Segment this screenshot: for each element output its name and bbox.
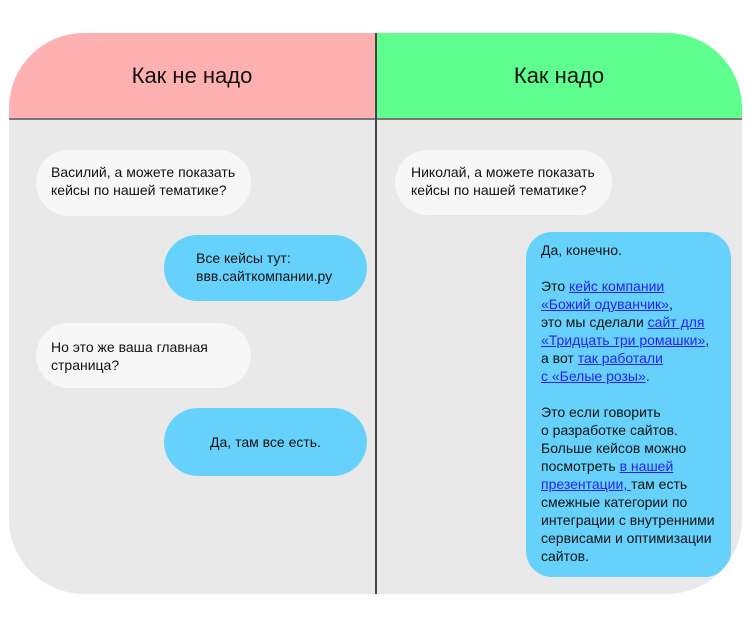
chat-bubble-incoming: Николай, а можете показать кейсы по наше… [395,150,612,215]
text: это мы сделали [541,314,648,330]
case-link-romashki[interactable]: сайт для [647,314,705,330]
case-link-romashki-name[interactable]: «Тридцать три ромашки» [541,332,706,348]
text: Это [541,278,569,294]
header-title-good: Как надо [513,62,605,88]
header-good-example: Как надо [376,33,742,118]
comparison-card: Как не надо Как надо Василий, а можете п… [9,33,742,594]
chat-bubble-incoming: Но это же ваша главная страница? [36,323,251,388]
text: Это если говорить [541,404,661,420]
column-divider [375,33,377,594]
message-line: Но это же ваша главная [51,339,208,355]
message-line: Да, там все есть. [210,434,321,450]
text: интеграции с внутренними [541,512,715,528]
text: Больше кейсов можно [541,440,687,456]
text: , [705,332,710,348]
chat-bubble-outgoing: Все кейсы тут: ввв.сайткомпании.ру [164,235,367,301]
chat-bubble-incoming: Василий, а можете показать кейсы по наше… [36,150,251,216]
header-title-bad: Как не надо [131,62,253,88]
message-line: ввв.сайткомпании.ру [196,268,333,284]
text: сервисами и оптимизации [541,530,712,546]
header-bad-example: Как не надо [9,33,375,118]
presentation-link-cont[interactable]: презентации, [541,476,632,492]
text: . [645,368,650,384]
text: о разработке сайтов. [541,422,678,438]
text: смежные категории по [541,494,688,510]
text: там есть [631,476,688,492]
chat-bubble-outgoing: Да, там все есть. [164,408,367,476]
message-line: Все кейсы тут: [196,250,291,266]
case-link-oduvanchik[interactable]: кейс компании [569,278,665,294]
answer-greeting: Да, конечно. [541,242,622,258]
text: сайтов. [541,548,589,564]
case-link-rozy-name[interactable]: с «Белые розы» [541,368,646,384]
message-line: кейсы по нашей тематике? [51,182,227,198]
chat-bubble-detailed-answer: Да, конечно. Это кейс компании «Божий од… [526,232,731,577]
text: посмотреть [541,458,620,474]
text: , [668,296,673,312]
message-line: кейсы по нашей тематике? [411,182,587,198]
message-line: Николай, а можете показать [411,164,595,180]
presentation-link[interactable]: в нашей [619,458,674,474]
message-line: Василий, а можете показать [51,164,236,180]
case-link-rozy[interactable]: так работали [577,350,663,366]
message-line: страница? [51,357,120,373]
case-link-oduvanchik-name[interactable]: «Божий одуванчик» [541,296,669,312]
text: а вот [541,350,578,366]
